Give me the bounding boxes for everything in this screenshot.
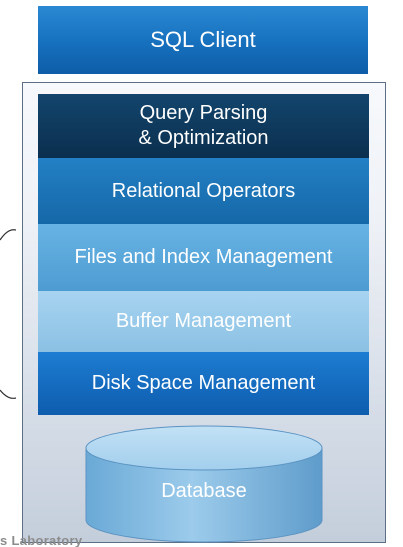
query-parsing-label-line2: & Optimization [138, 127, 269, 149]
relational-operators-label: Relational Operators [111, 179, 296, 202]
relational-operators-layer: Relational Operators [38, 158, 369, 224]
buffer-management-layer: Buffer Management [38, 291, 369, 352]
footer-watermark: s Laboratory [0, 533, 83, 547]
files-index-layer: Files and Index Management [38, 224, 369, 291]
database-label: Database [161, 479, 247, 502]
disk-space-layer: Disk Space Management [38, 352, 369, 415]
left-bracket-line-lower [0, 389, 17, 399]
buffer-management-label: Buffer Management [115, 310, 292, 332]
database-label-wrap: Database [86, 474, 322, 508]
query-parsing-label-line1: Query Parsing [139, 102, 268, 124]
disk-space-label: Disk Space Management [91, 372, 316, 394]
database-icon [85, 425, 323, 543]
sql-client-label: SQL Client [150, 27, 256, 52]
left-bracket-line-upper [0, 229, 17, 241]
files-index-label: Files and Index Management [74, 246, 333, 268]
query-parsing-layer: Query Parsing & Optimization [38, 94, 369, 158]
sql-client-box: SQL Client [38, 6, 368, 74]
